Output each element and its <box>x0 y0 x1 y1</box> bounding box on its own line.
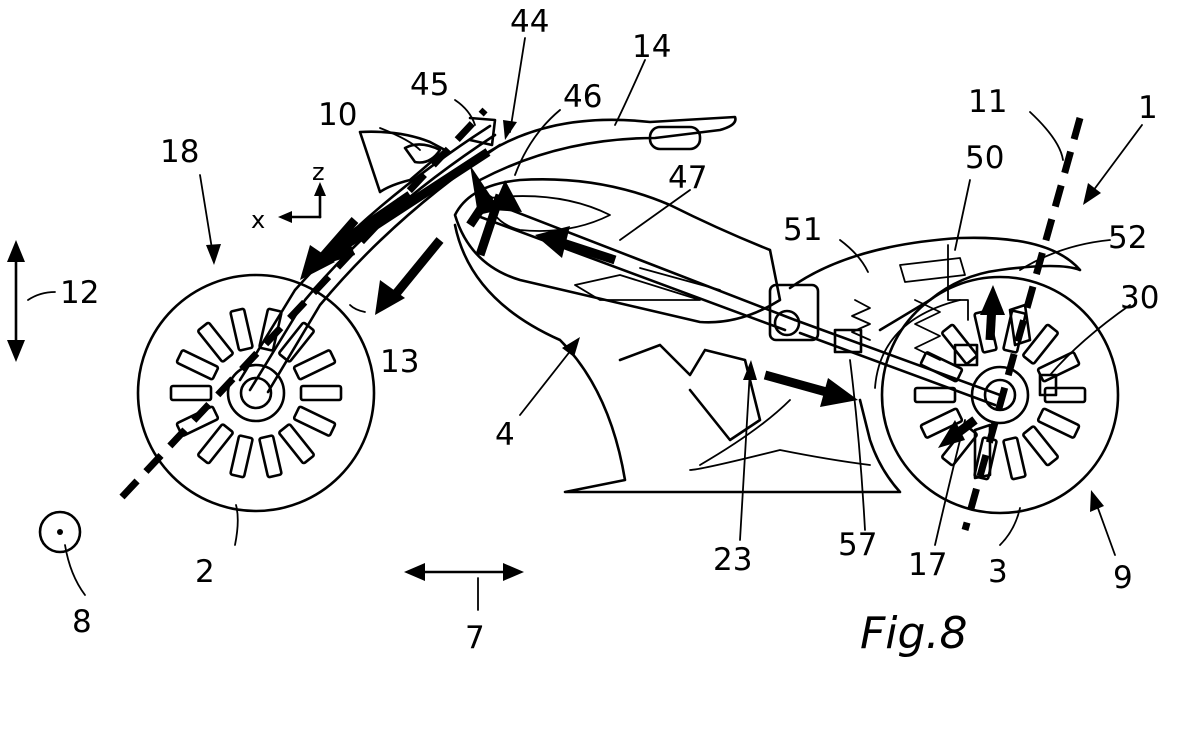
spoke-slot <box>175 349 220 381</box>
reference-numerals: 44 14 45 46 10 11 1 18 50 47 51 52 12 30… <box>60 4 1159 656</box>
ref-30: 30 <box>1120 280 1159 316</box>
ref-47: 47 <box>668 160 707 196</box>
ref-7: 7 <box>465 620 485 656</box>
steering-axis-line <box>119 107 488 500</box>
ref-18: 18 <box>160 134 199 170</box>
ref-1: 1 <box>1138 90 1158 126</box>
spoke-slot <box>229 434 254 479</box>
spoke-slot <box>169 384 213 402</box>
ref-4: 4 <box>495 417 515 453</box>
spoke-slot <box>919 407 964 439</box>
z-axis-label: z <box>312 158 325 186</box>
spoke-slot <box>299 384 343 402</box>
spoke-slot <box>1022 425 1059 467</box>
vertical-direction-arrow <box>7 240 25 362</box>
ref-9: 9 <box>1113 560 1133 596</box>
spoke-slot <box>1036 407 1081 439</box>
spoke-slot <box>1036 351 1081 383</box>
ref-44: 44 <box>510 4 549 40</box>
spoke-slot <box>258 434 283 479</box>
figure-caption: Fig.8 <box>860 608 967 659</box>
ref-13: 13 <box>380 344 419 380</box>
coordinate-axes: z x <box>251 158 326 234</box>
ref-52: 52 <box>1108 220 1147 256</box>
ref-23: 23 <box>713 542 752 578</box>
ref-46: 46 <box>563 79 602 115</box>
swingarm <box>768 283 1058 407</box>
engine-cover <box>453 223 902 494</box>
rear-axis-line-11 <box>961 117 1084 531</box>
ref-50: 50 <box>965 140 1004 176</box>
force-arrows <box>300 148 1005 448</box>
longitudinal-direction-arrow <box>404 563 524 581</box>
viewpoint-marker <box>38 510 82 554</box>
spoke-slot <box>278 423 315 465</box>
ref-10: 10 <box>318 97 357 133</box>
shock-absorber <box>851 244 969 361</box>
spoke-slot <box>292 405 337 437</box>
spoke-slot <box>197 423 234 465</box>
spoke-slot <box>292 349 337 381</box>
spoke-slot <box>278 321 315 363</box>
seat <box>788 236 1082 332</box>
ref-57: 57 <box>838 527 877 563</box>
ref-17: 17 <box>908 547 947 583</box>
spoke-slot <box>1002 436 1027 481</box>
ref-3: 3 <box>988 554 1008 590</box>
ref-51: 51 <box>783 212 822 248</box>
ref-12: 12 <box>60 275 99 311</box>
spoke-slot <box>913 386 957 404</box>
front-wheel <box>136 273 376 513</box>
x-axis-label: x <box>251 206 265 234</box>
ref-8: 8 <box>72 604 92 640</box>
rear-caliper <box>973 303 1032 480</box>
ref-45: 45 <box>410 67 449 103</box>
ref-14: 14 <box>632 29 671 65</box>
spoke-slot <box>197 321 234 363</box>
ref-11: 11 <box>968 84 1007 120</box>
ref-2: 2 <box>195 554 215 590</box>
main-frame <box>473 198 797 332</box>
leader-lines <box>27 37 1143 611</box>
spoke-slot <box>1022 323 1059 365</box>
spoke-slot <box>229 307 254 352</box>
